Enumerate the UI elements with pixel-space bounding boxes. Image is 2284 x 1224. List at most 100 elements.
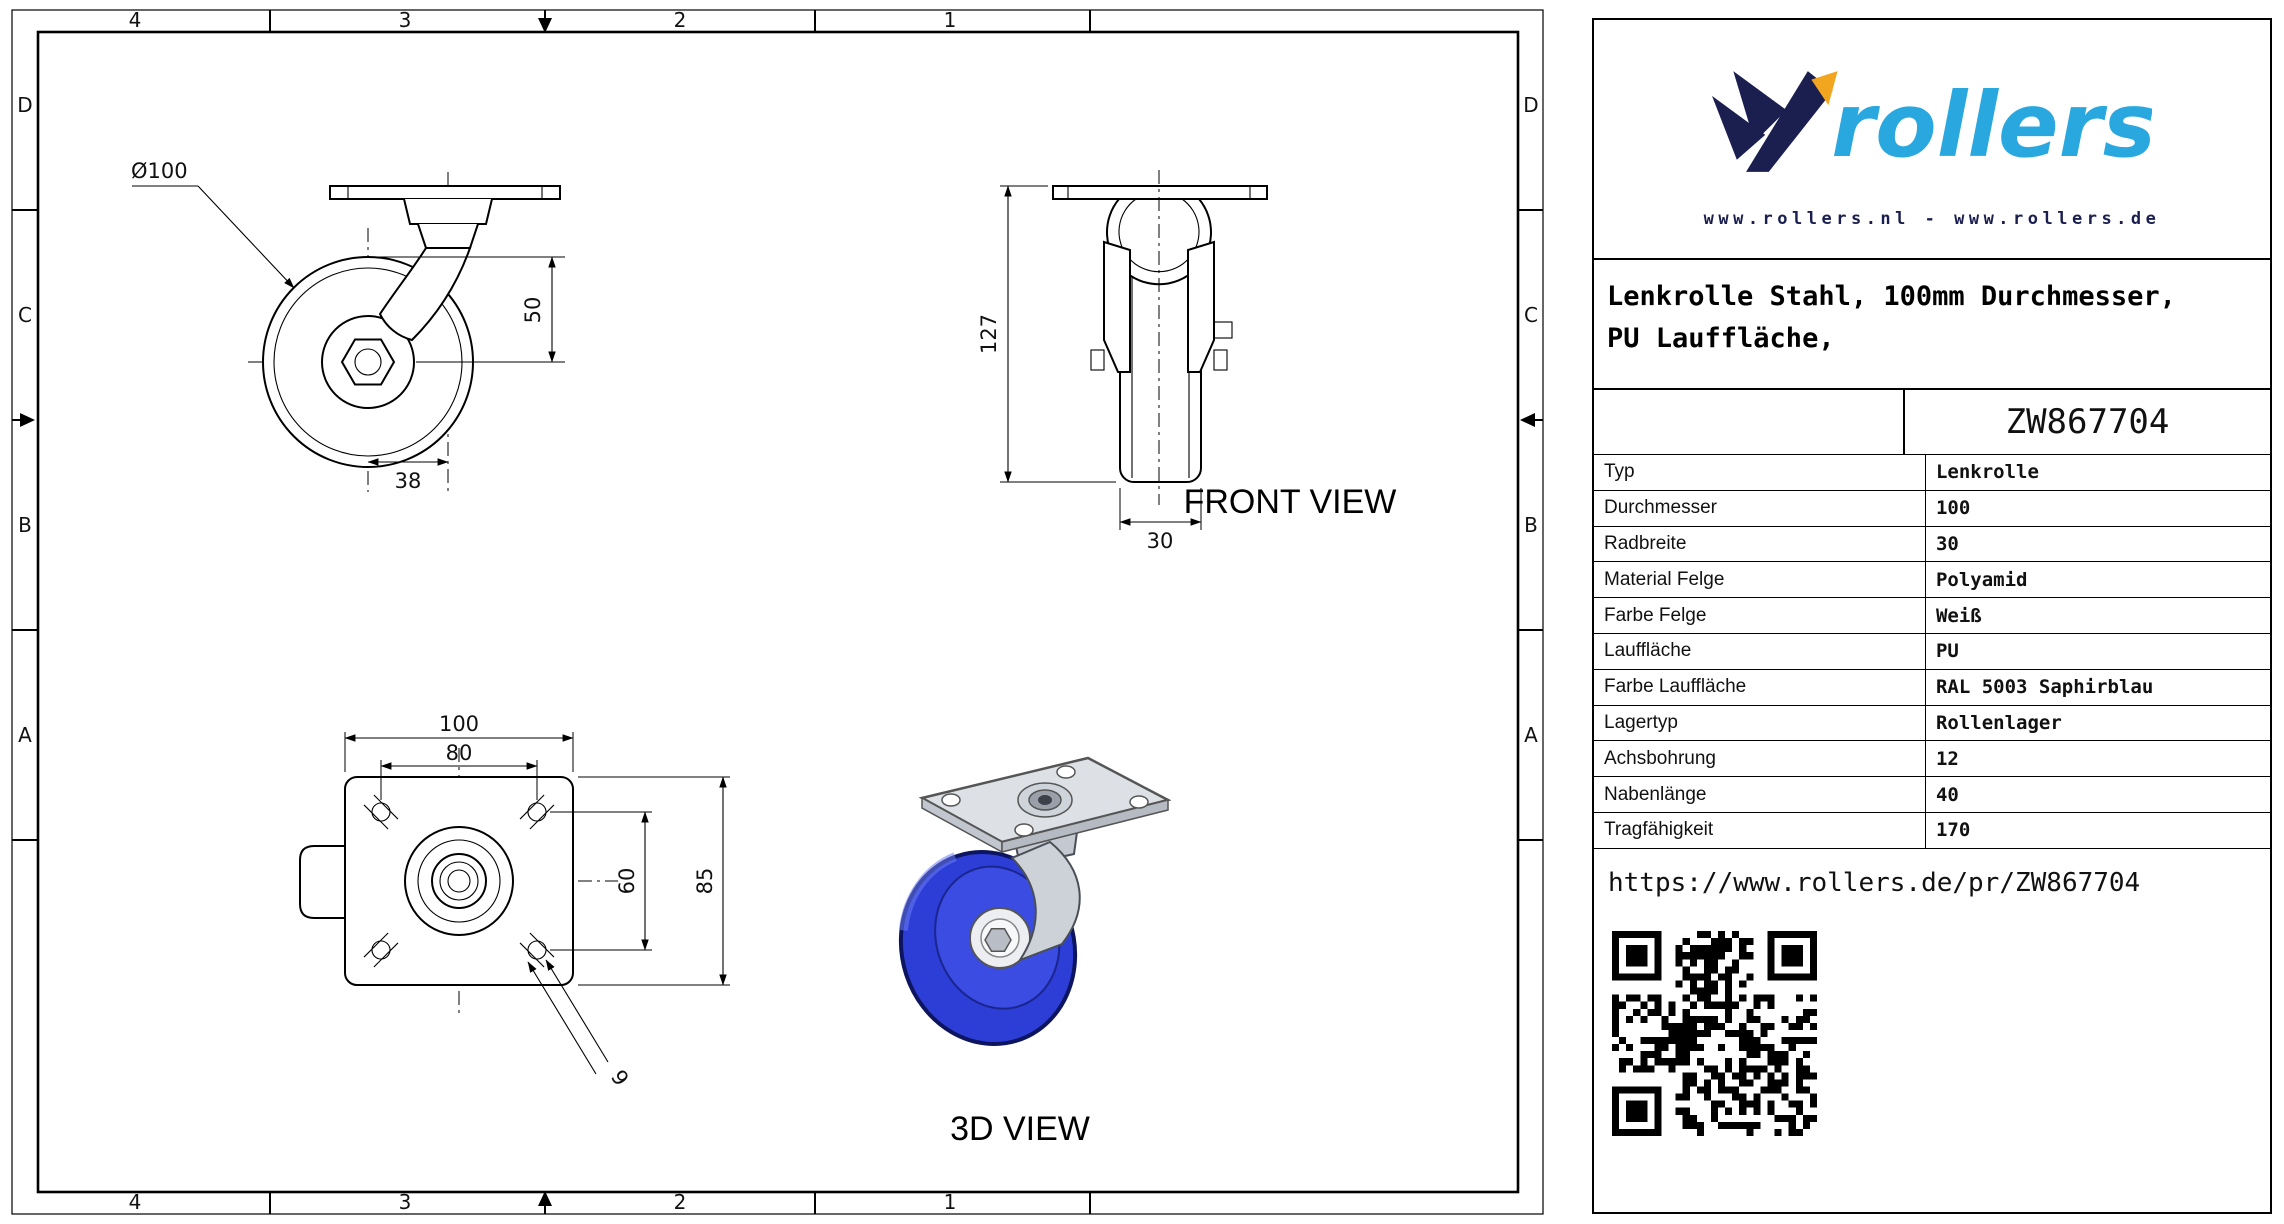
center-mark-top bbox=[538, 10, 552, 33]
drawing-sheet: 4 3 2 1 4 3 2 1 D C B A D C B A bbox=[11, 8, 1544, 1215]
grid-col-label: 1 bbox=[944, 1190, 957, 1214]
grid-col-label: 4 bbox=[129, 8, 142, 32]
product-url: https://www.rollers.de/pr/ZW867704 bbox=[1608, 867, 2141, 898]
dimension-wheel-width: 30 bbox=[1119, 488, 1202, 553]
plate-hole bbox=[363, 932, 399, 968]
sheet-frame: 4 3 2 1 4 3 2 1 D C B A D C B A bbox=[11, 8, 1544, 1215]
logo-bird-wing-lower bbox=[1712, 95, 1766, 160]
svg-text:Ø100: Ø100 bbox=[131, 159, 188, 183]
svg-text:38: 38 bbox=[395, 469, 422, 493]
grid-col-label: 2 bbox=[674, 1190, 687, 1214]
property-value: 100 bbox=[1924, 489, 2270, 527]
caster-top-projection: 100 80 85 60 bbox=[299, 712, 730, 1091]
part-number: ZW867704 bbox=[2005, 402, 2170, 442]
grid-row-label: D bbox=[1523, 93, 1538, 117]
plate-hole bbox=[519, 932, 555, 968]
3d-view-label: 3D VIEW bbox=[950, 1110, 1090, 1148]
logo-bird-wing-upper bbox=[1733, 71, 1787, 143]
property-label: Farbe Lauffläche bbox=[1594, 668, 1926, 706]
property-label: Lagertyp bbox=[1594, 704, 1926, 742]
iso-3d-view bbox=[898, 756, 1172, 1047]
front-view-label: FRONT VIEW bbox=[1184, 483, 1397, 521]
svg-text:30: 30 bbox=[1147, 529, 1174, 553]
svg-text:100: 100 bbox=[439, 712, 479, 736]
part-number-empty-cell bbox=[1594, 390, 1905, 454]
logo-websites: www.rollers.nl - www.rollers.de bbox=[1703, 209, 2161, 229]
grid-col-label: 2 bbox=[674, 8, 687, 32]
property-value: Weiß bbox=[1924, 597, 2270, 634]
property-value: Polyamid bbox=[1924, 561, 2270, 599]
center-mark-left bbox=[12, 413, 35, 427]
center-mark-bottom bbox=[538, 1191, 552, 1214]
drawing-title-line2: PU Lauffläche, bbox=[1607, 322, 1835, 354]
logo-brand-text: rollers bbox=[1831, 74, 2152, 178]
property-label: Nabenlänge bbox=[1594, 776, 1926, 813]
plate-hole bbox=[363, 794, 399, 830]
property-value: 12 bbox=[1924, 740, 2270, 778]
property-value: 30 bbox=[1924, 525, 2270, 563]
property-label: Farbe Felge bbox=[1594, 597, 1926, 634]
grid-row-label: C bbox=[18, 303, 32, 327]
qr-section bbox=[1594, 917, 2270, 1212]
grid-row-label: A bbox=[18, 723, 32, 747]
property-label: Achsbohrung bbox=[1594, 740, 1926, 778]
grid-row-label: B bbox=[1524, 513, 1538, 537]
grid-col-label: 4 bbox=[129, 1190, 142, 1214]
property-value: Rollenlager bbox=[1924, 704, 2270, 742]
grid-row-label: D bbox=[17, 93, 32, 117]
property-value: PU bbox=[1924, 632, 2270, 670]
part-number-row: ZW867704 bbox=[1594, 388, 2270, 454]
property-value: RAL 5003 Saphirblau bbox=[1924, 668, 2270, 706]
logo-bird-beak bbox=[1811, 71, 1838, 106]
svg-text:50: 50 bbox=[521, 297, 545, 324]
dimension-offset: 38 bbox=[367, 458, 449, 493]
property-value: Lenkrolle bbox=[1924, 454, 2270, 491]
property-label: Material Felge bbox=[1594, 561, 1926, 599]
svg-text:60: 60 bbox=[615, 868, 639, 895]
title-block: rollers www.rollers.nl - www.rollers.de … bbox=[1592, 18, 2272, 1214]
dimension-hole-spacing-vertical: 60 bbox=[550, 811, 652, 951]
property-value: 170 bbox=[1924, 811, 2270, 849]
property-label: Typ bbox=[1594, 454, 1926, 491]
drawing-title-line1: Lenkrolle Stahl, 100mm Durchmesser, bbox=[1607, 281, 2176, 312]
dimension-plate-width: 100 bbox=[344, 712, 574, 772]
dimension-plate-height: 85 bbox=[578, 776, 730, 986]
svg-text:85: 85 bbox=[693, 868, 717, 895]
property-value: 40 bbox=[1924, 776, 2270, 813]
property-label: Tragfähigkeit bbox=[1594, 811, 1926, 849]
caster-front-projection: 127 30 bbox=[977, 170, 1268, 553]
svg-text:9: 9 bbox=[606, 1066, 633, 1091]
fork-leg-3d bbox=[1010, 840, 1081, 963]
grid-row-label: A bbox=[1524, 723, 1538, 747]
svg-text:127: 127 bbox=[977, 314, 1001, 354]
plate-hole bbox=[519, 794, 555, 830]
qr-code bbox=[1612, 930, 1817, 1136]
grid-col-label: 3 bbox=[399, 1190, 412, 1214]
caster-side-projection: Ø100 50 38 bbox=[131, 159, 565, 493]
drawing-title: Lenkrolle Stahl, 100mm Durchmesser, PU L… bbox=[1594, 258, 2270, 388]
dimension-diameter: Ø100 bbox=[131, 159, 295, 289]
svg-text:80: 80 bbox=[446, 741, 473, 765]
grid-row-label: C bbox=[1524, 303, 1538, 327]
property-label: Durchmesser bbox=[1594, 489, 1926, 527]
grid-row-label: B bbox=[18, 513, 32, 537]
property-label: Lauffläche bbox=[1594, 632, 1926, 670]
dimension-radius: 50 bbox=[378, 256, 565, 363]
logo-section: rollers www.rollers.nl - www.rollers.de bbox=[1594, 20, 2270, 258]
grid-col-label: 3 bbox=[399, 8, 412, 32]
dimension-hole-spacing-horizontal: 80 bbox=[380, 741, 538, 800]
property-label: Radbreite bbox=[1594, 525, 1926, 563]
dimension-total-height: 127 bbox=[977, 185, 1116, 483]
